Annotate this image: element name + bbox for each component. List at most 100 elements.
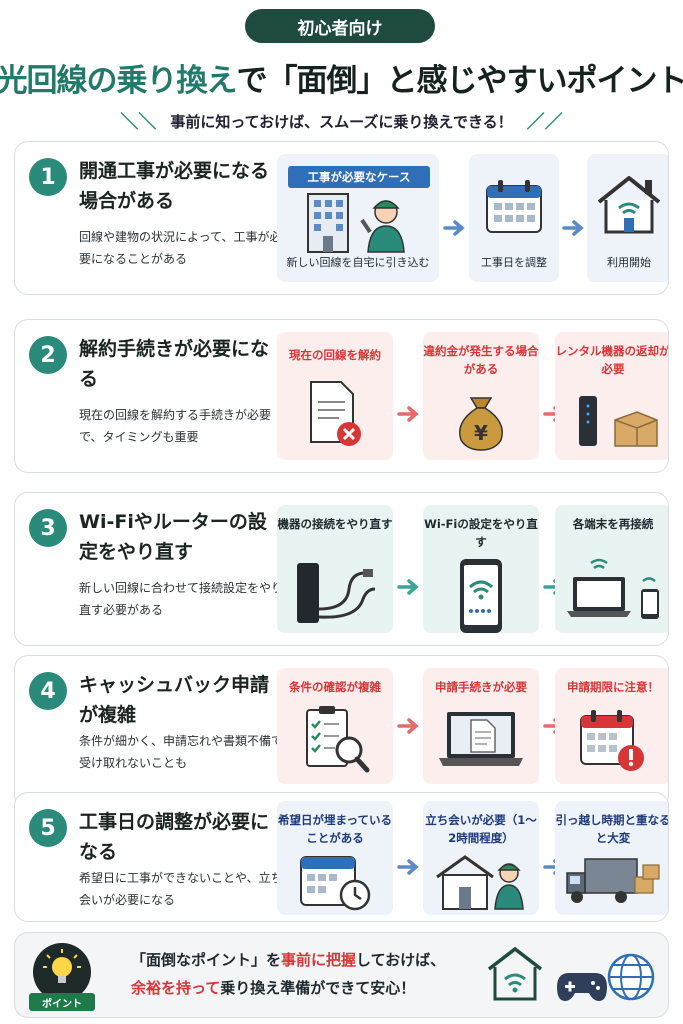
card-description: 希望日に工事ができないことや、立ち会いが必要になる bbox=[79, 871, 283, 907]
step-label: 機器の接続をやり直す bbox=[277, 517, 393, 531]
arrow-right-icon bbox=[443, 220, 465, 236]
router-box-icon bbox=[579, 396, 658, 447]
step-flow: 機器の接続をやり直す Wi-Fiの設定をやり直す 各端末を再接続 bbox=[277, 505, 668, 633]
calendar-icon bbox=[486, 180, 542, 233]
case-tag: 工事が必要なケース bbox=[288, 166, 430, 188]
step-flow: 現在の回線を解約 違約金が発生する場合がある ¥ レンタル機器の返却が必要 bbox=[277, 332, 668, 460]
arrow-right-icon bbox=[397, 579, 419, 595]
card-number: 5 bbox=[29, 809, 67, 847]
card-schedule: 5 工事日の調整が必要になる 希望日に工事ができないことや、立ち会いが必要になる… bbox=[14, 792, 669, 922]
step-label: 立ち会いが必要（1〜2時間程度） bbox=[425, 813, 537, 845]
step-label: 現在の回線を解約 bbox=[289, 348, 381, 362]
card-description: 条件が細かく、申請忘れや書類不備で受け取れないことも bbox=[79, 734, 284, 770]
page-title: 光回線の乗り換えで「面倒」と感じやすいポイント bbox=[0, 52, 683, 102]
money-bag-icon: ¥ bbox=[459, 397, 503, 451]
calendar-alert-icon bbox=[580, 710, 644, 771]
card-description: 現在の回線を解約する手続きが必要で、タイミングも重要 bbox=[79, 408, 272, 444]
step-label: レンタル機器の返却が必要 bbox=[555, 344, 669, 376]
lightbulb-shape bbox=[43, 949, 81, 983]
arrow-right-icon bbox=[397, 718, 419, 734]
step-label: 申請手続きが必要 bbox=[435, 680, 527, 694]
step-check-conditions: 条件の確認が複雑 bbox=[277, 668, 393, 784]
moving-truck-icon bbox=[566, 858, 660, 903]
dash-right-icon: ／／ bbox=[526, 112, 563, 133]
document-cancel-icon bbox=[310, 381, 361, 446]
laptop-phone-icon bbox=[567, 558, 659, 619]
card-title: 開通工事が必要になる場合がある bbox=[79, 160, 270, 212]
step-return-device: レンタル機器の返却が必要 bbox=[555, 332, 669, 460]
building-worker-icon bbox=[307, 193, 405, 253]
footer-line-1: 「面倒なポイント」を事前に把握しておけば、 bbox=[131, 948, 491, 972]
card-number: 3 bbox=[29, 509, 67, 547]
game-controller-icon bbox=[557, 973, 607, 1001]
card-title: Wi-Fiやルーターの設定をやり直す bbox=[79, 511, 267, 563]
step-caption: 工事日を調整 bbox=[481, 256, 547, 269]
card-number: 2 bbox=[29, 336, 67, 374]
globe-icon bbox=[607, 953, 655, 1001]
step-wifi-settings: Wi-Fiの設定をやり直す bbox=[423, 505, 539, 633]
step-label: 引っ越し時期と重なると大変 bbox=[555, 813, 669, 845]
page-subtitle: ＼＼ 事前に知っておけば、スムーズに乗り換えできる！ ／／ bbox=[0, 106, 683, 136]
card-description: 新しい回線に合わせて接続設定をやり直す必要がある bbox=[79, 581, 284, 617]
arrow-right-icon bbox=[397, 406, 419, 422]
beginner-badge: 初心者向け bbox=[245, 9, 435, 43]
summary-footer: ポイント 「面倒なポイント」を事前に把握しておけば、 余裕を持って乗り換え準備が… bbox=[14, 932, 669, 1018]
step-reconnect-terminals: 各端末を再接続 bbox=[555, 505, 668, 633]
card-title: 解約手続きが必要になる bbox=[79, 338, 270, 390]
footer-highlight: 事前に把握 bbox=[281, 951, 357, 969]
step-cancel-line: 現在の回線を解約 bbox=[277, 332, 393, 460]
home-wifi-icon bbox=[487, 946, 543, 1001]
title-highlight: 光回線の乗り換え bbox=[0, 62, 238, 99]
point-tag: ポイント bbox=[29, 993, 95, 1011]
step-label: 条件の確認が複雑 bbox=[289, 680, 381, 694]
footer-highlight: 余裕を持って bbox=[131, 979, 221, 997]
footer-line-2: 余裕を持って乗り換え準備ができて安心！ bbox=[131, 976, 491, 1000]
step-label: 希望日が埋まっていることがある bbox=[278, 813, 392, 845]
title-rest: で「面倒」と感じやすいポイント bbox=[236, 62, 683, 99]
step-deadline: 申請期限に注意！ bbox=[555, 668, 668, 784]
card-title: 工事日の調整が必要になる bbox=[79, 811, 270, 863]
step-calendar: 工事日を調整 bbox=[469, 154, 559, 282]
card-number: 4 bbox=[29, 672, 67, 710]
step-reconnect-device: 機器の接続をやり直す bbox=[277, 505, 393, 633]
footer-text: しておけば、 bbox=[356, 951, 446, 969]
checklist-magnifier-icon bbox=[306, 706, 370, 773]
step-flow: 工事が必要なケース 新しい回線を自宅に引き込む 工事日を調整 bbox=[277, 154, 668, 282]
svg-text:¥: ¥ bbox=[474, 421, 488, 445]
card-description: 回線や建物の状況によって、工事が必要になることがある bbox=[79, 230, 282, 266]
step-label: 違約金が発生する場合がある bbox=[423, 344, 539, 376]
step-moving-time: 引っ越し時期と重なると大変 bbox=[555, 801, 669, 915]
step-penalty: 違約金が発生する場合がある ¥ bbox=[423, 332, 539, 460]
calendar-clock-icon bbox=[300, 856, 371, 911]
card-number: 1 bbox=[29, 158, 67, 196]
step-label: Wi-Fiの設定をやり直す bbox=[424, 517, 538, 549]
step-building: 工事が必要なケース 新しい回線を自宅に引き込む bbox=[277, 154, 439, 282]
arrow-right-icon bbox=[397, 859, 419, 875]
step-application: 申請手続きが必要 bbox=[423, 668, 539, 784]
card-construction: 1 開通工事が必要になる場合がある 回線や建物の状況によって、工事が必要になるこ… bbox=[14, 141, 669, 295]
house-worker-icon bbox=[436, 855, 524, 910]
step-booked-dates: 希望日が埋まっていることがある bbox=[277, 801, 393, 915]
footer-text: 「面倒なポイント」を bbox=[131, 951, 282, 969]
laptop-document-icon bbox=[439, 712, 523, 766]
subtitle-text: 事前に知っておけば、スムーズに乗り換えできる！ bbox=[170, 112, 513, 131]
step-label: 申請期限に注意！ bbox=[567, 680, 659, 694]
dash-left-icon: ＼＼ bbox=[120, 112, 157, 133]
step-attendance: 立ち会いが必要（1〜2時間程度） bbox=[423, 801, 539, 915]
home-wifi-icon bbox=[597, 176, 661, 234]
card-title: キャッシュバック申請が複雑 bbox=[79, 674, 270, 726]
footer-text: 乗り換え準備ができて安心！ bbox=[220, 979, 416, 997]
step-flow: 希望日が埋まっていることがある 立ち会いが必要（1〜2時間程度） bbox=[277, 801, 668, 915]
card-cashback: 4 キャッシュバック申請が複雑 条件が細かく、申請忘れや書類不備で受け取れないこ… bbox=[14, 655, 669, 809]
arrow-right-icon bbox=[562, 220, 584, 236]
footer-icons bbox=[487, 946, 655, 1001]
step-label: 各端末を再接続 bbox=[572, 517, 654, 531]
lightbulb-icon bbox=[33, 943, 91, 1001]
step-flow: 条件の確認が複雑 申請手続きが必要 申請期限に注意！ bbox=[277, 668, 668, 784]
smartphone-wifi-icon bbox=[460, 559, 502, 633]
step-home: 利用開始 bbox=[587, 154, 668, 282]
step-caption: 利用開始 bbox=[607, 256, 651, 269]
card-cancellation: 2 解約手続きが必要になる 現在の回線を解約する手続きが必要で、タイミングも重要… bbox=[14, 319, 669, 473]
router-cable-icon bbox=[297, 563, 376, 623]
step-caption: 新しい回線を自宅に引き込む bbox=[286, 256, 430, 269]
